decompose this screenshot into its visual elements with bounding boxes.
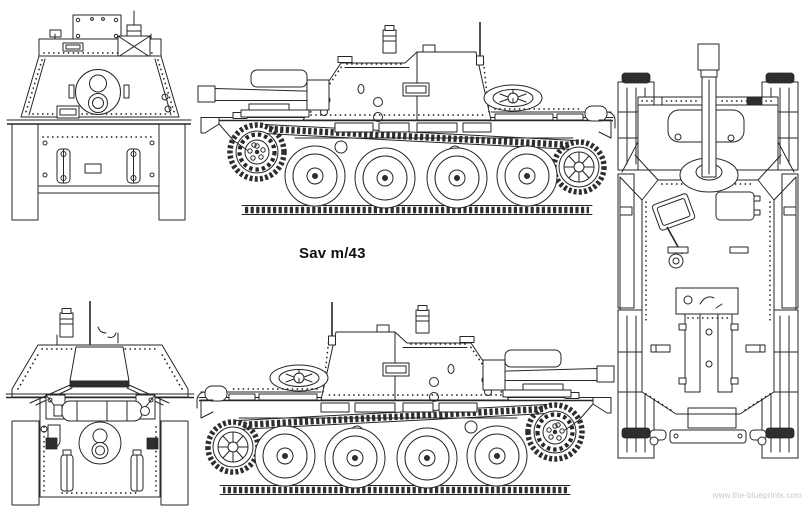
hull-front <box>6 10 192 125</box>
top-view <box>617 43 799 459</box>
track-right <box>160 420 189 506</box>
track-left <box>11 420 40 506</box>
gun-top <box>679 43 739 193</box>
hull-rear <box>5 326 195 420</box>
watermark: www.the-blueprints.com <box>712 491 802 500</box>
loader-hatch <box>715 191 761 221</box>
side-handles <box>650 344 766 353</box>
front-view <box>6 10 192 221</box>
front-hatch <box>68 69 130 115</box>
track-right <box>158 123 186 221</box>
casemate-top <box>619 141 797 415</box>
engine-deck-rear <box>649 407 767 446</box>
side-view-gun-right <box>195 300 617 500</box>
rear-view <box>5 301 195 506</box>
lower-hull-rear <box>39 396 161 498</box>
page-title: Sav m/43 <box>299 245 366 262</box>
exhaust-right <box>749 429 767 446</box>
engine-access <box>675 287 739 393</box>
periscope <box>59 308 74 338</box>
track-left <box>11 123 39 221</box>
exhaust-left <box>649 429 667 446</box>
lower-hull-front <box>37 123 160 194</box>
side-view-gun-left <box>195 20 617 220</box>
driver-hatch <box>651 193 696 231</box>
rear-hatch-plate <box>78 421 122 465</box>
muffler <box>40 400 150 448</box>
